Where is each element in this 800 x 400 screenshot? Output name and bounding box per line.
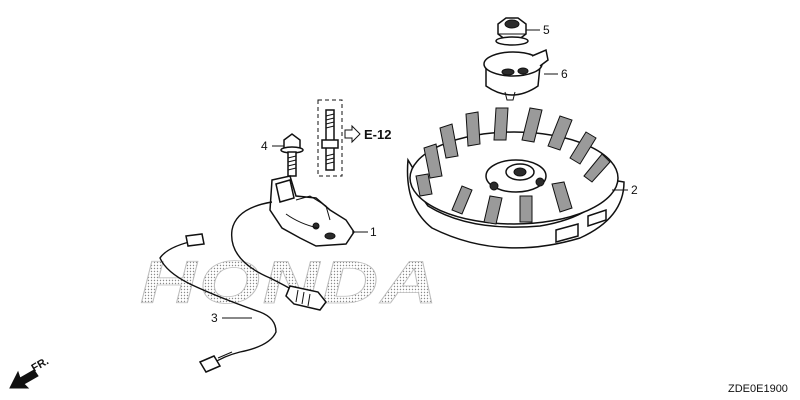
front-direction-marker: FR. bbox=[9, 355, 51, 389]
arrow-right-outline-icon bbox=[344, 124, 361, 144]
callout-number: 4 bbox=[261, 139, 268, 153]
callout-number: 1 bbox=[370, 225, 377, 239]
stud-bolt-group bbox=[317, 99, 343, 177]
callout-2: 2 bbox=[612, 183, 638, 197]
stop-wire bbox=[159, 201, 327, 373]
diagram-code: ZDE0E1900 bbox=[728, 383, 788, 395]
reference-link-e12[interactable]: E-12 bbox=[344, 124, 391, 144]
bolt bbox=[280, 133, 304, 177]
reference-label: E-12 bbox=[364, 127, 391, 142]
arrow-front-icon bbox=[9, 369, 39, 389]
front-label: FR. bbox=[30, 355, 51, 374]
callout-number: 3 bbox=[211, 311, 218, 325]
flywheel bbox=[406, 107, 625, 249]
callout-number: 6 bbox=[561, 67, 568, 81]
callout-4: 4 bbox=[261, 139, 284, 153]
callout-number: 5 bbox=[543, 23, 550, 37]
callout-number: 2 bbox=[631, 183, 638, 197]
callout-1: 1 bbox=[352, 225, 377, 239]
flange-nut bbox=[495, 17, 529, 46]
starter-pulley bbox=[483, 48, 549, 101]
callout-6: 6 bbox=[544, 67, 568, 81]
callout-5: 5 bbox=[526, 23, 550, 37]
honda-watermark: HONDA bbox=[140, 249, 440, 316]
ignition-coil bbox=[269, 175, 355, 247]
callout-3: 3 bbox=[211, 311, 252, 325]
